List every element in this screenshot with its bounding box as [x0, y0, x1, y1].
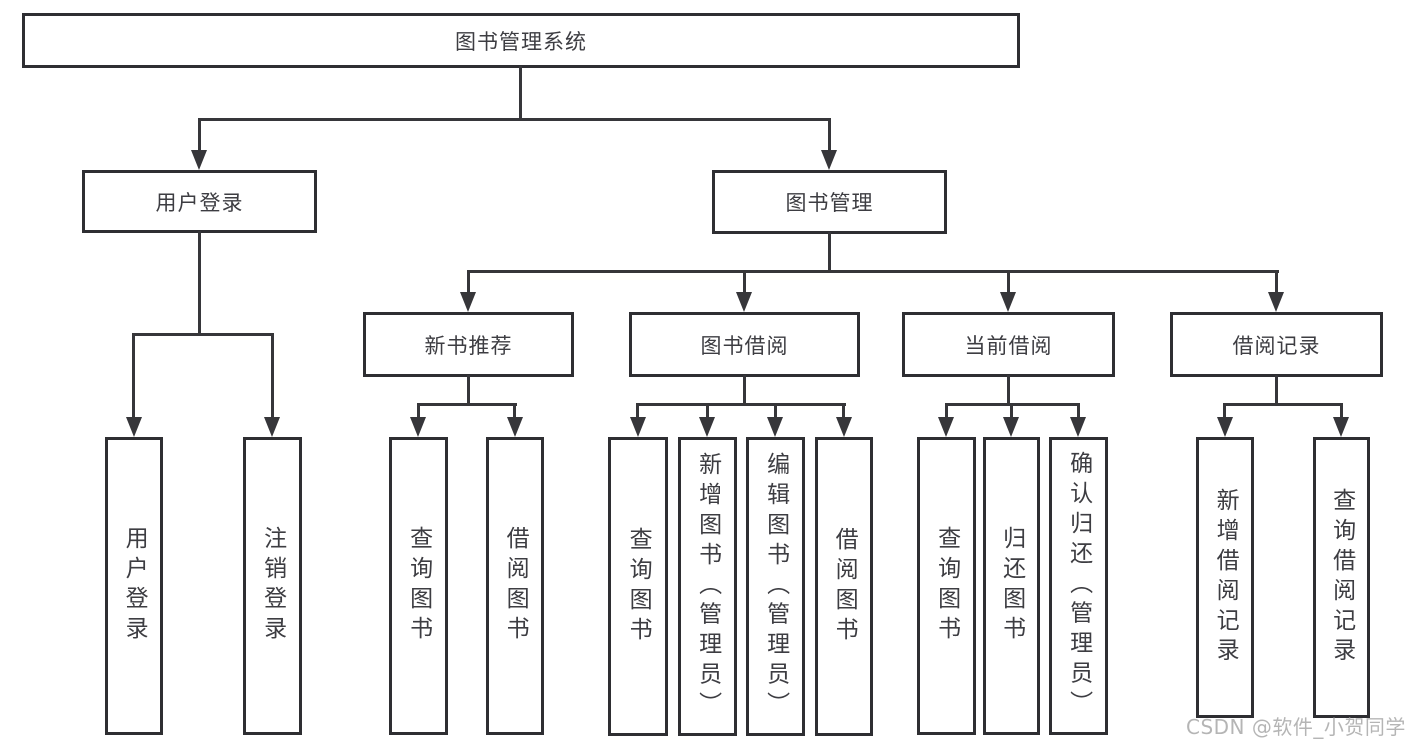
connector-line — [519, 66, 522, 120]
connector-line — [743, 375, 746, 405]
connector-line — [1010, 403, 1013, 419]
connector-line — [1275, 270, 1278, 294]
arrow-down-icon — [1217, 417, 1233, 437]
node-new-book-recommend: 新书推荐 — [363, 312, 574, 377]
arrow-down-icon — [191, 150, 207, 170]
arrow-down-icon — [821, 150, 837, 170]
node-root-library-system: 图书管理系统 — [22, 13, 1020, 68]
connector-line — [417, 403, 420, 419]
connector-line — [1007, 375, 1010, 405]
node-logout: 注销登录 — [243, 437, 302, 735]
connector-line — [132, 333, 273, 336]
connector-line — [636, 403, 639, 419]
connector-line — [842, 403, 845, 419]
connector-line — [1340, 403, 1343, 419]
connector-line — [743, 270, 746, 294]
node-edit-book-admin: 编辑图书（管理员） — [746, 437, 805, 736]
connector-line — [513, 403, 516, 419]
connector-line — [774, 403, 777, 419]
arrow-down-icon — [126, 417, 142, 437]
node-book-borrow: 图书借阅 — [629, 312, 860, 377]
connector-line — [828, 118, 831, 152]
node-book-management: 图书管理 — [712, 170, 947, 234]
node-query-book-recommend: 查询图书 — [389, 437, 448, 735]
node-query-borrow-record: 查询借阅记录 — [1313, 437, 1370, 718]
arrow-down-icon — [699, 417, 715, 437]
connector-line — [1223, 403, 1226, 419]
arrow-down-icon — [460, 292, 476, 312]
arrow-down-icon — [1333, 417, 1349, 437]
node-borrow-book-recommend: 借阅图书 — [486, 437, 544, 735]
connector-line — [132, 333, 135, 419]
arrow-down-icon — [767, 417, 783, 437]
node-user-login-leaf: 用户登录 — [105, 437, 163, 735]
arrow-down-icon — [1000, 292, 1016, 312]
node-query-book-borrow: 查询图书 — [608, 437, 668, 736]
connector-line — [467, 375, 470, 405]
arrow-down-icon — [507, 417, 523, 437]
node-user-login: 用户登录 — [82, 170, 317, 233]
arrow-down-icon — [410, 417, 426, 437]
arrow-down-icon — [630, 417, 646, 437]
node-current-borrow: 当前借阅 — [902, 312, 1115, 377]
connector-line — [198, 118, 831, 121]
connector-line — [198, 231, 201, 335]
connector-line — [1275, 375, 1278, 405]
connector-line — [636, 403, 846, 406]
connector-line — [706, 403, 709, 419]
node-query-book-current: 查询图书 — [917, 437, 976, 735]
node-add-book-admin: 新增图书（管理员） — [678, 437, 737, 736]
arrow-down-icon — [938, 417, 954, 437]
connector-line — [467, 270, 1279, 273]
connector-line — [271, 333, 274, 419]
connector-line — [1007, 270, 1010, 294]
node-add-borrow-record: 新增借阅记录 — [1196, 437, 1254, 718]
arrow-down-icon — [264, 417, 280, 437]
arrow-down-icon — [1003, 417, 1019, 437]
arrow-down-icon — [736, 292, 752, 312]
connector-line — [945, 403, 948, 419]
csdn-watermark: CSDN @软件_小贺同学 — [1186, 715, 1405, 739]
connector-line — [1223, 403, 1343, 406]
node-return-book: 归还图书 — [983, 437, 1040, 735]
node-borrow-book-leaf: 借阅图书 — [815, 437, 873, 736]
arrow-down-icon — [836, 417, 852, 437]
connector-line — [417, 403, 517, 406]
node-confirm-return-admin: 确认归还（管理员） — [1049, 437, 1108, 735]
arrow-down-icon — [1268, 292, 1284, 312]
node-borrow-records: 借阅记录 — [1170, 312, 1383, 377]
connector-line — [1077, 403, 1080, 419]
connector-line — [467, 270, 470, 294]
connector-line — [828, 232, 831, 272]
arrow-down-icon — [1070, 417, 1086, 437]
connector-line — [198, 118, 201, 152]
